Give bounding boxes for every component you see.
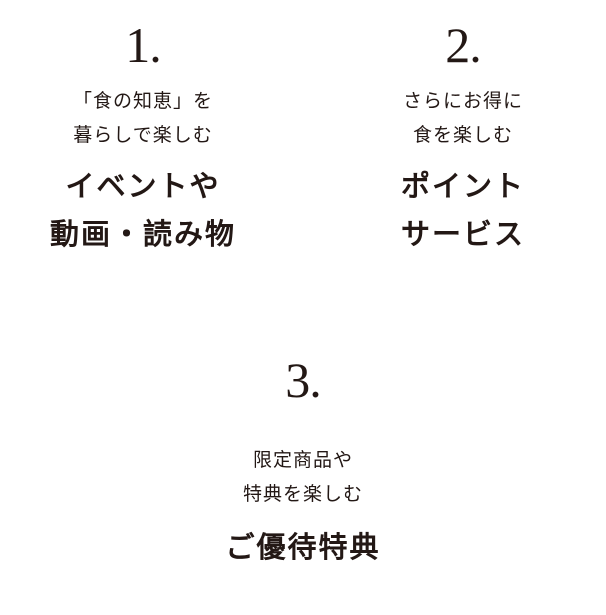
feature-subtitle: さらにお得に 食を楽しむ: [403, 84, 523, 152]
feature-title-line: ご優待特典: [225, 530, 381, 564]
feature-subtitle-line: さらにお得に: [402, 90, 523, 112]
feature-number: 2.: [445, 17, 481, 73]
feature-subtitle: 限定商品や 特典を楽しむ: [243, 443, 363, 511]
feature-number: 1.: [125, 17, 161, 73]
feature-title-line: サービス: [400, 217, 525, 251]
feature-subtitle: 「食の知恵」を 暮らしで楽しむ: [73, 84, 213, 152]
feature-title: イベントや 動画・読み物: [50, 162, 236, 258]
feature-title: ポイント サービス: [401, 162, 525, 258]
feature-subtitle-line: 食を楽しむ: [412, 124, 513, 146]
feature-3: 3. 限定商品や 特典を楽しむ ご優待特典: [153, 355, 453, 571]
feature-1: 1. 「食の知恵」を 暮らしで楽しむ イベントや 動画・読み物: [0, 20, 286, 258]
feature-subtitle-line: 「食の知恵」を: [72, 90, 213, 112]
feature-title-line: イベントや: [65, 169, 221, 203]
feature-number: 3.: [285, 352, 321, 408]
feature-subtitle-line: 限定商品や: [252, 449, 353, 471]
feature-subtitle-line: 特典を楽しむ: [242, 483, 363, 505]
feature-title-line: ポイント: [400, 169, 525, 203]
feature-2: 2. さらにお得に 食を楽しむ ポイント サービス: [320, 20, 606, 258]
feature-title: ご優待特典: [225, 523, 380, 571]
feature-title-line: 動画・読み物: [49, 217, 236, 251]
feature-subtitle-line: 暮らしで楽しむ: [73, 124, 213, 146]
